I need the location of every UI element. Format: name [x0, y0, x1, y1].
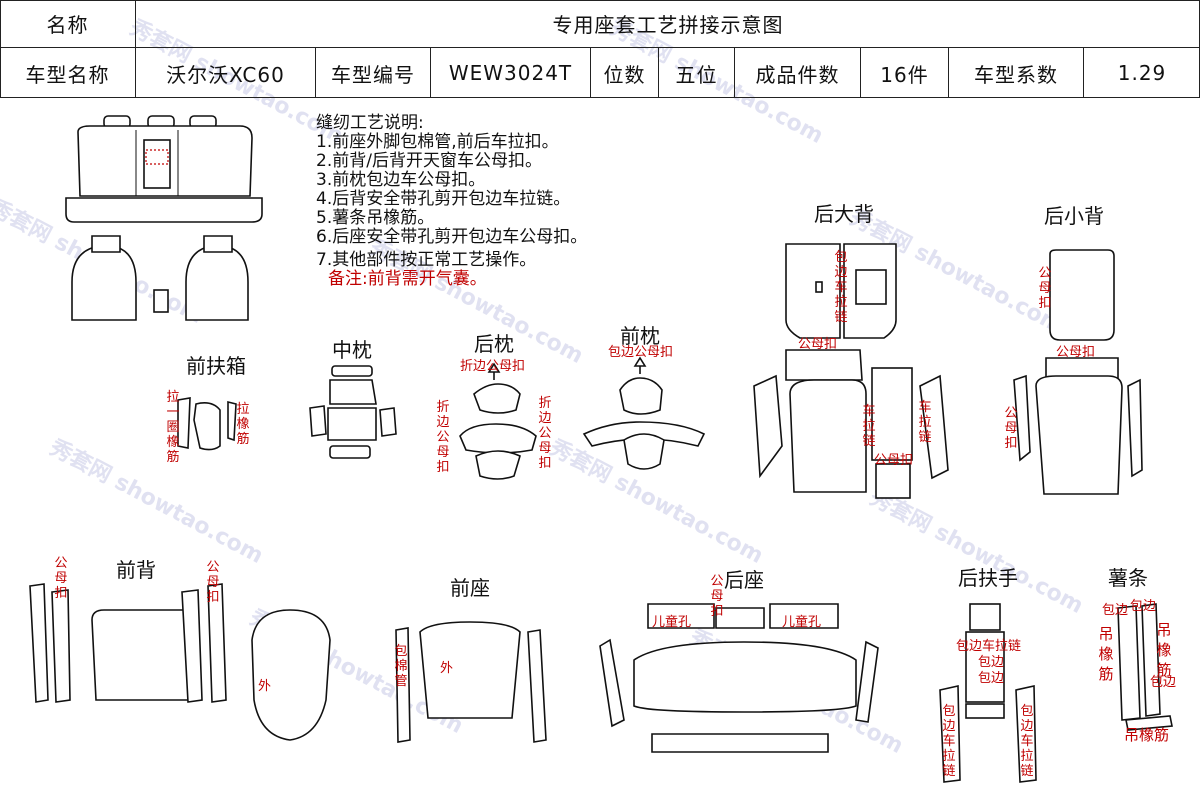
middle-pillow-pieces	[309, 365, 397, 459]
rear-pillow-pieces	[459, 362, 537, 480]
notes-title: 缝纫工艺说明:	[316, 113, 424, 133]
annotation-snap-mid: 公母扣	[874, 453, 914, 468]
annotation-fold-snap: 折边公母扣	[460, 359, 526, 374]
annotation-snap: 公母扣	[798, 337, 838, 352]
annotation-edge-armrest-2: 包边	[978, 671, 1005, 686]
annotation-zip-left: 车拉链	[862, 404, 876, 449]
model-code-label: 车型编号	[316, 48, 431, 98]
section-middle-pillow: 中枕	[332, 338, 372, 362]
annotation-snap-rear-seat: 公母扣	[710, 574, 724, 619]
rear-small-back-pieces	[1013, 249, 1143, 495]
seats-value: 五位	[659, 48, 735, 98]
annotation-cotton-tube: 包棉管	[394, 644, 408, 689]
note-item: 1.前座外脚包棉管,前后车拉扣。	[316, 132, 559, 152]
annotation-snap-front-back-right: 公母扣	[206, 560, 220, 605]
section-front-back: 前背	[116, 558, 156, 582]
rear-big-back-pieces	[753, 243, 949, 499]
rear-armrest-pieces	[939, 603, 1037, 783]
coef-label: 车型系数	[949, 48, 1084, 98]
section-rear-small-back: 后小背	[1044, 204, 1104, 228]
front-armrest-pieces	[177, 397, 237, 451]
annotation-hang-elastic-left: 吊橡筋	[1098, 625, 1114, 683]
annotation-snap-small-back-side: 公母扣	[1004, 406, 1018, 451]
section-rear-pillow: 后枕	[474, 332, 514, 356]
pieces-label: 成品件数	[735, 48, 861, 98]
model-code: WEW3024T	[431, 48, 591, 98]
notes-remark: 备注:前背需开气囊。	[328, 269, 487, 289]
annotation-pull-elastic: 拉橡筋	[236, 402, 250, 447]
note-item: 4.后背安全带孔剪开包边车拉链。	[316, 189, 571, 209]
seats-label: 位数	[591, 48, 659, 98]
front-pillow-pieces	[582, 356, 706, 470]
section-rear-big-back: 后大背	[814, 202, 874, 226]
annotation-fold-snap-left: 折边公母扣	[436, 400, 450, 475]
pieces-value: 16件	[861, 48, 949, 98]
note-item: 2.前背/后背开天窗车公母扣。	[316, 151, 542, 171]
annotation-hang-elastic-bottom: 吊橡筋	[1124, 726, 1170, 744]
front-seat-pieces	[395, 621, 547, 743]
model-name: 沃尔沃XC60	[136, 48, 316, 98]
annotation-outside-seat: 外	[440, 661, 454, 676]
annotation-child-hole-left: 儿童孔	[652, 615, 692, 630]
rear-seat-pieces	[599, 603, 879, 753]
annotation-pull-loop-elastic: 拉一圈橡筋	[166, 390, 180, 465]
section-rear-seat: 后座	[724, 568, 764, 592]
sewing-notes: 缝纫工艺说明: 1.前座外脚包棉管,前后车拉扣。 2.前背/后背开天窗车公母扣。…	[316, 114, 587, 289]
model-name-label: 车型名称	[0, 48, 136, 98]
name-label: 名称	[0, 0, 136, 48]
annotation-snap-small-back-strip: 公母扣	[1056, 345, 1096, 360]
section-fries: 薯条	[1108, 566, 1148, 590]
annotation-snap-small-back: 公母扣	[1038, 266, 1052, 311]
annotation-edge-zip-armrest: 包边车拉链	[956, 639, 1022, 654]
section-front-pillow: 前枕	[620, 324, 660, 348]
annotation-edge-armrest-1: 包边	[978, 655, 1005, 670]
annotation-edge-zip-left: 包边车拉链	[942, 704, 956, 779]
section-front-armrest: 前扶箱	[186, 354, 246, 378]
annotation-fold-snap-right: 折边公母扣	[538, 396, 552, 471]
annotation-outside-back: 外	[258, 679, 272, 694]
seat-overview-front-icon	[71, 235, 249, 321]
annotation-edge-fries-mid: 包边	[1150, 675, 1177, 690]
annotation-edge-snap: 包边公母扣	[608, 345, 674, 360]
annotation-zip-right: 车拉链	[918, 400, 932, 445]
note-item: 6.后座安全带孔剪开包边车公母扣。	[316, 227, 588, 247]
note-item: 3.前枕包边车公母扣。	[316, 170, 486, 190]
page-title: 专用座套工艺拼接示意图	[136, 0, 1200, 48]
annotation-snap-front-back-left: 公母扣	[54, 556, 68, 601]
section-rear-armrest: 后扶手	[958, 566, 1018, 590]
annotation-child-hole-right: 儿童孔	[782, 615, 822, 630]
annotation-hang-elastic-right: 吊橡筋	[1156, 621, 1172, 679]
fries-pieces	[1117, 603, 1173, 731]
section-front-seat: 前座	[450, 576, 490, 600]
note-item: 5.薯条吊橡筋。	[316, 208, 435, 228]
coef-value: 1.29	[1117, 61, 1167, 85]
annotation-edge-fries-left: 包边	[1102, 603, 1129, 618]
note-item: 7.其他部件按正常工艺操作。	[316, 250, 537, 270]
annotation-edge-zip-right: 包边车拉链	[1020, 704, 1034, 779]
seat-overview-rear-icon	[65, 115, 263, 223]
annotation-edge-zip: 包边车拉链	[834, 250, 848, 325]
front-back-pieces	[29, 583, 331, 741]
annotation-edge-fries-right: 包边	[1130, 599, 1157, 614]
